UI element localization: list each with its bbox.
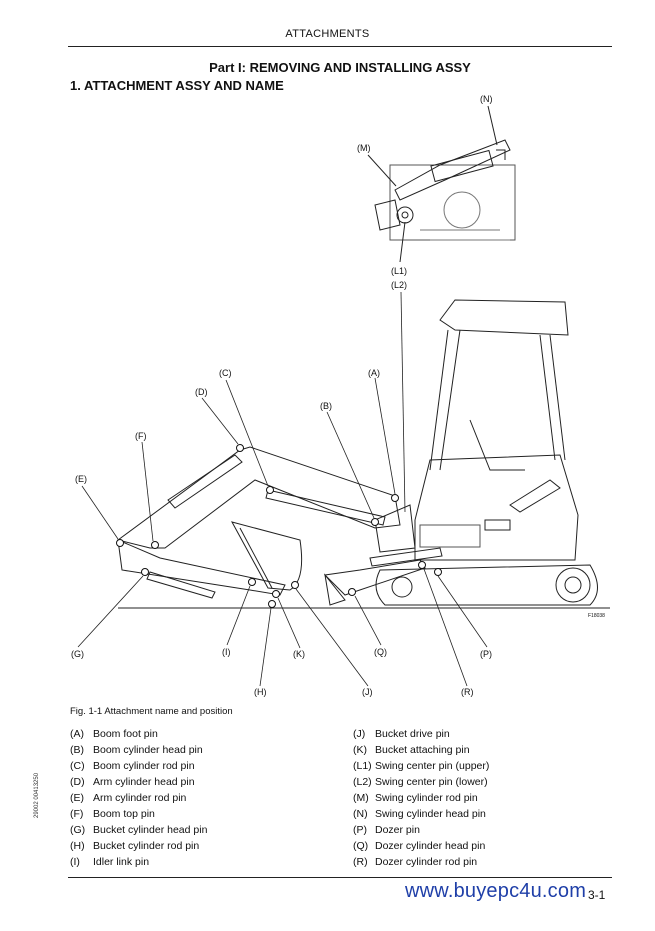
part-name: Boom cylinder head pin: [93, 744, 203, 756]
part-name: Boom foot pin: [93, 728, 158, 740]
part-name: Dozer cylinder head pin: [375, 840, 486, 852]
swing-detail-drawing: [374, 139, 516, 241]
parts-list-item: (A) Boom foot pin: [70, 726, 207, 742]
part-code: (H): [70, 840, 85, 852]
callout-A: (A): [368, 368, 380, 378]
part-name: Arm cylinder head pin: [93, 776, 195, 788]
part-code: (L2): [353, 776, 372, 788]
part-name: Dozer cylinder rod pin: [375, 856, 478, 868]
parts-list-item: (B) Boom cylinder head pin: [70, 742, 207, 758]
part-code: (M): [353, 792, 369, 804]
part-code: (F): [70, 808, 84, 820]
parts-list-right: (J) Bucket drive pin (K) Bucket attaching p…: [353, 726, 489, 870]
part-code: (J): [353, 728, 366, 740]
part-name: Bucket cylinder head pin: [93, 824, 208, 836]
part-name: Swing cylinder head pin: [375, 808, 486, 820]
parts-list-item: (I) Idler link pin: [70, 854, 207, 870]
callout-K: (K): [293, 649, 305, 659]
part-name: Swing center pin (lower): [375, 776, 488, 788]
part-code: (D): [70, 776, 85, 788]
dozer-blade: [323, 547, 443, 606]
part-name: Bucket attaching pin: [375, 744, 470, 756]
excavator-figure: (N) (M) (L1) (L2) (C) (A) (D) (B) (F) (E…: [71, 94, 610, 697]
parts-list-item: (G) Bucket cylinder head pin: [70, 822, 207, 838]
part-title: Part I: REMOVING AND INSTALLING ASSY: [209, 60, 471, 75]
part-name: Swing center pin (upper): [375, 760, 490, 772]
part-name: Boom top pin: [93, 808, 155, 820]
watermark: www.buyepc4u.com: [405, 880, 587, 902]
part-name: Bucket cylinder rod pin: [93, 840, 200, 852]
callout-N: (N): [480, 94, 493, 104]
part-name: Bucket drive pin: [375, 728, 450, 740]
parts-list-item: (H) Bucket cylinder rod pin: [70, 838, 207, 854]
callout-G: (G): [71, 649, 84, 659]
part-name: Idler link pin: [93, 856, 150, 868]
part-code: (I): [70, 856, 80, 868]
callout-H: (H): [254, 687, 267, 697]
part-name: Dozer pin: [375, 824, 420, 836]
part-code: (R): [353, 856, 368, 868]
callout-P: (P): [480, 649, 492, 659]
callout-L2: (L2): [391, 280, 407, 290]
callout-D: (D): [195, 387, 208, 397]
parts-list-item: (P) Dozer pin: [353, 822, 489, 838]
crawler-track: [375, 564, 598, 606]
boom: [116, 446, 401, 549]
parts-list-item: (M) Swing cylinder rod pin: [353, 790, 489, 806]
part-code: (B): [70, 744, 84, 756]
callout-Q: (Q): [374, 647, 387, 657]
part-code: (K): [353, 744, 367, 756]
page-number: 3-1: [588, 888, 606, 902]
part-code: (Q): [353, 840, 369, 852]
footer-rule: [68, 877, 612, 878]
parts-list-item: (Q) Dozer cylinder head pin: [353, 838, 489, 854]
parts-list-left: (A) Boom foot pin (B) Boom cylinder head pi…: [70, 726, 207, 870]
callout-C: (C): [219, 368, 232, 378]
parts-list-item: (J) Bucket drive pin: [353, 726, 489, 742]
callout-M: (M): [357, 143, 371, 153]
parts-list-item: (R) Dozer cylinder rod pin: [353, 854, 489, 870]
part-code: (N): [353, 808, 368, 820]
callout-L1: (L1): [391, 266, 407, 276]
part-name: Swing cylinder rod pin: [375, 792, 478, 804]
section-title: 1. ATTACHMENT ASSY AND NAME: [70, 78, 284, 93]
parts-list-item: (C) Boom cylinder rod pin: [70, 758, 207, 774]
upper-structure: [414, 299, 579, 561]
part-code: (P): [353, 824, 367, 836]
part-code: (G): [70, 824, 86, 836]
parts-list-item: (L2)Swing center pin (lower): [353, 774, 489, 790]
parts-list-item: (F) Boom top pin: [70, 806, 207, 822]
parts-list-item: (D) Arm cylinder head pin: [70, 774, 207, 790]
callout-B: (B): [320, 401, 332, 411]
callout-F: (F): [135, 431, 147, 441]
parts-list-item: (L1)Swing center pin (upper): [353, 758, 489, 774]
parts-list-item: (N) Swing cylinder head pin: [353, 806, 489, 822]
part-name: Boom cylinder rod pin: [93, 760, 195, 772]
part-code: (A): [70, 728, 84, 740]
parts-list-item: (K) Bucket attaching pin: [353, 742, 489, 758]
callout-I: (I): [222, 647, 231, 657]
callout-R: (R): [461, 687, 474, 697]
part-name: Arm cylinder rod pin: [93, 792, 187, 804]
header-rule: [68, 46, 612, 47]
bucket: [231, 521, 303, 591]
callout-E: (E): [75, 474, 87, 484]
arm: [117, 539, 286, 599]
drawing-code: F18038: [588, 613, 605, 619]
part-code: (L1): [353, 760, 372, 772]
callout-J: (J): [362, 687, 373, 697]
figure-caption: Fig. 1-1 Attachment name and position: [70, 706, 233, 717]
part-code: (C): [70, 760, 85, 772]
parts-list-item: (E) Arm cylinder rod pin: [70, 790, 207, 806]
side-document-code: 29002 00413250: [34, 772, 40, 818]
header-title: ATTACHMENTS: [285, 28, 370, 40]
part-code: (E): [70, 792, 84, 804]
